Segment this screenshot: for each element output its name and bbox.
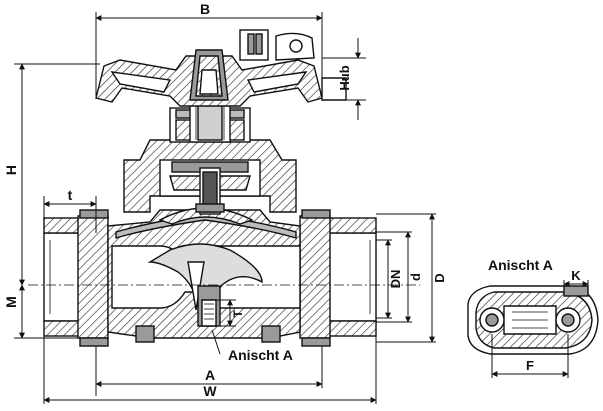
handwheel (95, 29, 347, 107)
valve-section-view (14, 12, 436, 404)
view-a-detail (467, 280, 599, 378)
dimension-b (95, 12, 323, 96)
dimension-h-m (14, 63, 100, 339)
label-w: W (203, 383, 217, 399)
label-f: F (526, 358, 534, 373)
label-d-small: d (408, 273, 423, 281)
dimension-a-w (43, 336, 377, 404)
diaphragm (115, 207, 297, 239)
bonnet (123, 139, 297, 215)
dimension-hub (322, 38, 366, 120)
bore-dimensions (376, 213, 436, 343)
left-union-end (43, 209, 109, 347)
label-hub: Hub (337, 65, 352, 90)
spindle-column (169, 91, 251, 143)
label-m: M (3, 296, 19, 308)
label-anischt-a-view: Anischt A (488, 257, 553, 273)
right-union-end (299, 209, 377, 347)
label-t-small: T (231, 310, 245, 318)
label-a: A (205, 367, 215, 383)
dimension-t-small (216, 299, 236, 327)
anischt-leader (211, 329, 221, 355)
label-t: t (68, 187, 73, 203)
label-k: K (571, 268, 581, 283)
label-anischt-a-main: Anischt A (228, 347, 293, 363)
valve-body (107, 209, 301, 343)
label-d-large: D (432, 273, 447, 282)
dimension-t (43, 196, 97, 233)
label-b: B (200, 1, 210, 17)
label-h: H (3, 165, 19, 175)
label-dn: DN (388, 270, 403, 289)
